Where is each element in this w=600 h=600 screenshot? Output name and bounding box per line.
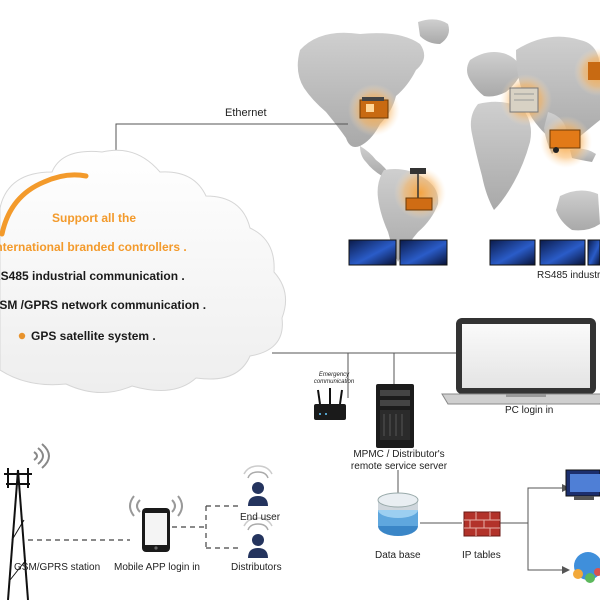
controller-screens: [348, 239, 600, 266]
distributors-label: Distributors: [231, 562, 282, 573]
generator-icon: [348, 84, 400, 136]
ethernet-label: Ethernet: [225, 107, 267, 119]
light-tower-icon: [394, 167, 446, 219]
router-icon: [314, 388, 346, 420]
cloud-line-3: RS485 industrial communication .: [0, 269, 185, 283]
cloud-line-5: GPS satellite system .: [31, 329, 156, 343]
wifi-left-phone-icon: [129, 495, 141, 517]
bullet-dot: [18, 332, 26, 340]
mobile-app-label: Mobile APP login in: [114, 562, 200, 573]
cloud-line-4: GSM /GPRS network communication .: [0, 298, 207, 312]
cloud-line-2: International branded controllers .: [0, 240, 187, 254]
wifi-signal-icon: [33, 443, 50, 469]
wifi-right-phone-icon: [171, 495, 183, 517]
server-tower-icon: [376, 384, 414, 448]
end-user-label: End user: [240, 512, 281, 523]
laptop-icon: [441, 318, 600, 405]
rs485-label: RS485 industrial: [537, 270, 600, 281]
desktop-monitor-icon: [565, 469, 600, 500]
user-icon: [243, 517, 273, 558]
database-label: Data base: [375, 550, 421, 561]
cloud-shape: [0, 149, 287, 394]
server-label: MPMC / Distributor's remote service serv…: [350, 449, 448, 472]
user-icon: [243, 465, 273, 506]
container-generator-icon: [500, 74, 552, 126]
gsm-station-label: GSM/GPRS station: [14, 562, 101, 573]
cell-tower-icon: [4, 468, 32, 600]
generator-icon-edge: [574, 48, 600, 96]
iptables-label: IP tables: [462, 550, 501, 561]
pc-login-label: PC login in: [505, 405, 554, 416]
database-icon: [377, 492, 419, 536]
trailer-generator-icon: [540, 116, 592, 168]
globe-users-icon: [573, 552, 600, 583]
smartphone-icon: [142, 508, 170, 552]
firewall-icon: [463, 511, 501, 537]
cloud-line-1: Support all the: [52, 211, 136, 225]
emergency-label: Emergency communication: [313, 372, 355, 385]
